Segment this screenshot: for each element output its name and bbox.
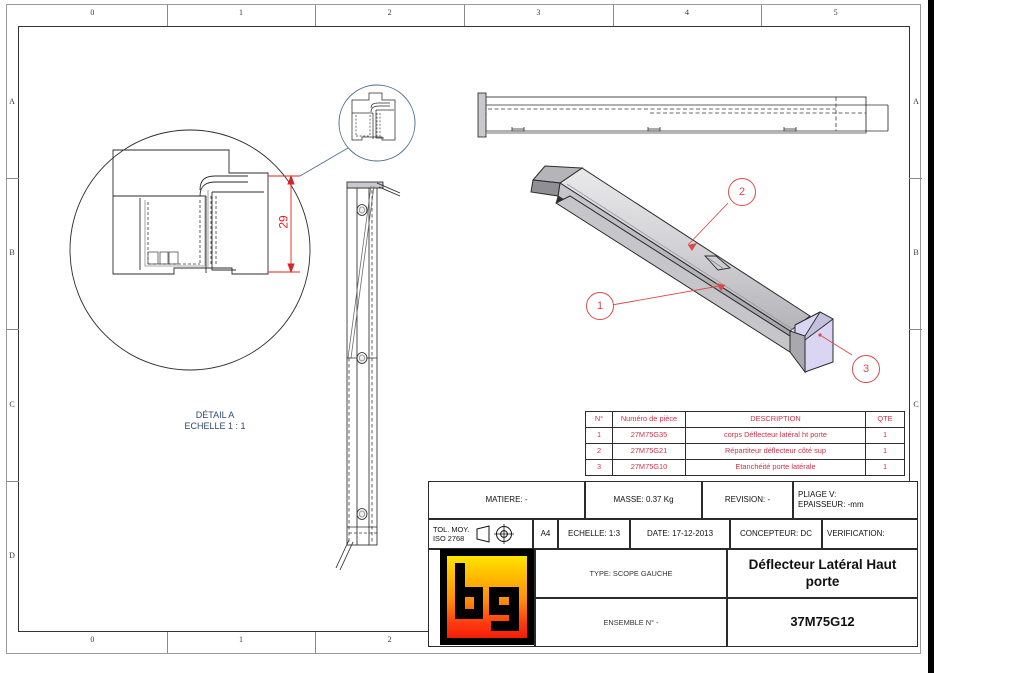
title-reference: 37M75G12 [727, 598, 918, 647]
title-matiere: MATIERE: - [428, 481, 585, 519]
zone-divider-top [761, 5, 763, 26]
zone-col-top-0: 0 [90, 8, 95, 17]
logo-gradient [447, 556, 527, 638]
right-separator-bar [928, 0, 934, 673]
title-date: DATE: 17-12-2013 [630, 519, 730, 549]
zone-col-bottom-2: 2 [387, 635, 392, 644]
balloon-callout-2[interactable]: 2 [728, 178, 756, 206]
bom-cell-n: 1 [585, 427, 613, 444]
zone-col-top-1: 1 [238, 8, 243, 17]
zone-divider-bottom [166, 632, 168, 653]
title-echelle: ECHELLE: 1:3 [558, 519, 630, 549]
zone-divider-bottom [315, 632, 317, 653]
bom-header-desc: DESCRIPTION [685, 411, 866, 428]
title-verification: VERIFICATION: [822, 519, 918, 549]
first-angle-projection-icon [476, 524, 515, 544]
zone-col-top-3: 3 [536, 8, 541, 17]
title-designation: Déflecteur Latéral Haut porte [727, 549, 918, 598]
logo-bg-monogram-icon [455, 563, 519, 631]
title-tolerance-line1: TOL. MOY. [433, 524, 470, 534]
zone-col-top-2: 2 [387, 8, 392, 17]
bom-header-row: N° Numéro de pièce DESCRIPTION QTE [585, 411, 905, 428]
zone-col-top-4: 4 [684, 8, 689, 17]
bom-header-n: N° [585, 411, 613, 428]
title-ensemble: ENSEMBLE N° - [535, 598, 727, 647]
title-tolerance-line2: ISO 2768 [433, 534, 465, 543]
title-pliage: PLIAGE V: [798, 490, 837, 499]
dimension-value-29: 29 [276, 215, 291, 229]
title-tolerance-cell: TOL. MOY. ISO 2768 [428, 519, 533, 549]
zone-divider-left [6, 480, 19, 482]
title-format: A4 [533, 519, 558, 549]
zone-row-right-A: A [913, 96, 919, 106]
detail-view-label: DÉTAIL A ECHELLE 1 : 1 [155, 410, 275, 433]
zone-divider-top [464, 5, 465, 26]
bom-cell-desc: Etanchéité porte latérale [685, 459, 866, 476]
title-type: TYPE: SCOPE GAUCHE [535, 549, 727, 598]
zone-col-bottom-0: 0 [90, 635, 95, 644]
zone-col-top-5: 5 [833, 8, 838, 17]
zone-divider-left [6, 177, 19, 179]
zone-divider-top [612, 5, 614, 26]
bom-cell-n: 3 [585, 459, 613, 476]
company-logo [440, 549, 534, 645]
zone-row-left-D: D [9, 551, 15, 561]
balloon-callout-1[interactable]: 1 [586, 292, 614, 320]
bom-cell-qte: 1 [865, 459, 905, 476]
zone-row-left-B: B [9, 248, 15, 258]
balloon-callout-3[interactable]: 3 [852, 355, 880, 383]
bom-header-part: Numéro de pièce [612, 411, 686, 428]
zone-divider-right [909, 329, 922, 330]
bom-cell-qte: 1 [865, 427, 905, 444]
bom-cell-desc: corps Déflecteur latéral ht porte [685, 427, 866, 444]
title-epaisseur: EPAISSEUR: -mm [798, 500, 864, 509]
bom-cell-desc: Répartiteur déflecteur côté sup [685, 443, 866, 460]
zone-col-bottom-1: 1 [238, 635, 243, 644]
zone-row-left-A: A [9, 96, 15, 106]
bom-header-qte: QTE [865, 411, 905, 428]
bom-cell-part: 27M75G35 [612, 427, 686, 444]
zone-row-right-C: C [913, 399, 919, 409]
bom-cell-part: 27M75G10 [612, 459, 686, 476]
zone-row-right-B: B [913, 248, 919, 258]
zone-row-left-C: C [9, 399, 15, 409]
title-concepteur: CONCEPTEUR: DC [730, 519, 822, 549]
zone-divider-left [6, 329, 19, 330]
bom-cell-part: 27M75G21 [612, 443, 686, 460]
bom-cell-qte: 1 [865, 443, 905, 460]
detail-view-scale: ECHELLE 1 : 1 [184, 421, 246, 432]
title-pliage-epaisseur: PLIAGE V: EPAISSEUR: -mm [793, 481, 918, 519]
zone-divider-top [166, 5, 168, 26]
detail-view-title: DÉTAIL A [195, 410, 235, 420]
zone-divider-right [909, 177, 922, 179]
bom-cell-n: 2 [585, 443, 613, 460]
title-revision: REVISION: - [702, 481, 793, 519]
zone-divider-top [315, 5, 317, 26]
title-masse: MASSE: 0.37 Kg [585, 481, 702, 519]
